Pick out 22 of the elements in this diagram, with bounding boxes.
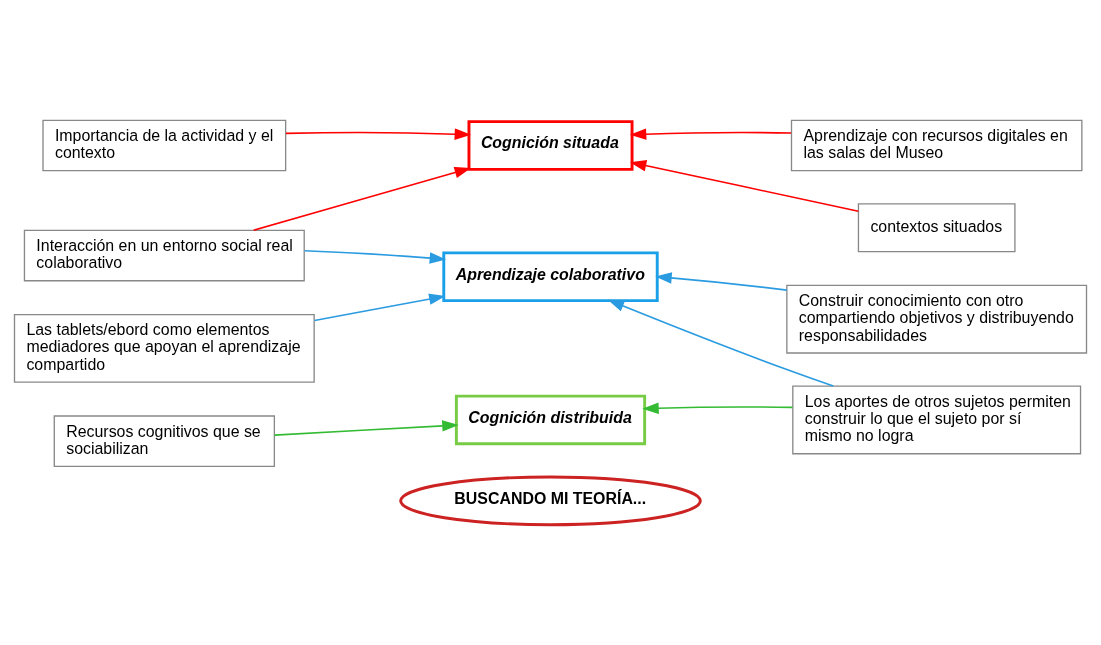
arrow	[273, 420, 459, 436]
node-box: Cognición situada	[467, 120, 634, 171]
node-box: Recursos cognitivos que se sociabilizan	[53, 415, 276, 468]
node-box: Aprendizaje colaborativo	[442, 251, 659, 303]
node-box: Cognición distribuida	[454, 394, 647, 446]
arrow	[642, 402, 794, 414]
arrow	[629, 160, 860, 212]
node-box: Aprendizaje con recursos digitales en las salas del Museo	[790, 119, 1083, 172]
node-box: Construir conocimiento con otro compartiendo objetivos y distribuyendo responsabilidades	[786, 284, 1088, 354]
node-box: Interacción en un entorno social real colaborativo	[23, 229, 305, 282]
arrow	[655, 272, 788, 291]
arrow	[303, 249, 447, 264]
node-box: Los aportes de otros sujetos permiten construir lo que el sujeto por sí mismo no logra	[792, 385, 1082, 455]
arrow	[252, 166, 472, 232]
node-box: Las tablets/ebord como elementos mediadores que apoyan el aprendizaje compartido	[13, 313, 315, 383]
arrow	[285, 128, 472, 140]
arrow	[629, 128, 792, 140]
arrow	[313, 293, 446, 322]
node-box: Importancia de la actividad y el contexto	[42, 119, 287, 172]
node-box: contextos situados	[857, 203, 1016, 253]
node-ellipse: BUSCANDO MI TEORÍA...	[399, 475, 702, 527]
arrow	[607, 299, 835, 387]
